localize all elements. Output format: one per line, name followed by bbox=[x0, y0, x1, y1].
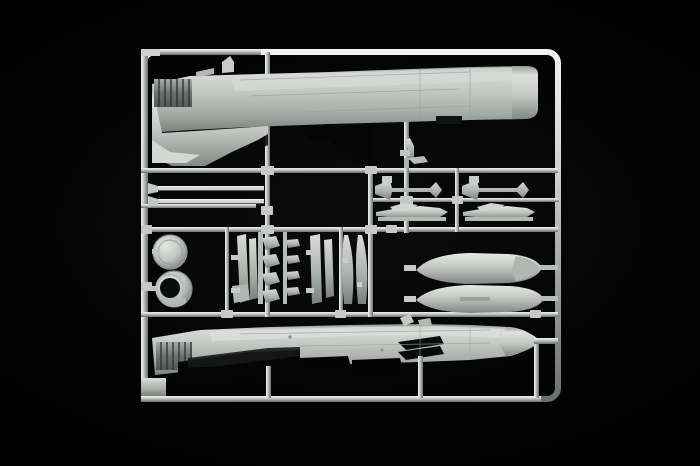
upper-fuselage-half bbox=[152, 56, 538, 166]
upper-fuselage-nose-cap bbox=[512, 66, 538, 119]
small-detail-parts bbox=[258, 232, 300, 304]
sprue-bottom-rail bbox=[141, 396, 541, 402]
drop-tank-lower-slot bbox=[460, 297, 490, 301]
lower-fuselage-panel-lines bbox=[239, 324, 491, 362]
ventral-blade-antenna bbox=[400, 314, 414, 326]
round-parts-group bbox=[150, 234, 193, 308]
drop-tank-lower-runner bbox=[540, 296, 558, 301]
missile-right bbox=[462, 180, 529, 200]
drop-tank-upper bbox=[416, 253, 542, 284]
sprue-lower-right-detail bbox=[534, 338, 558, 398]
runner-v-5 bbox=[225, 227, 229, 313]
missile-left-runner bbox=[378, 217, 446, 221]
runner-h-4 bbox=[369, 198, 559, 202]
disc-gate bbox=[152, 249, 160, 254]
sprue-top-rail-left bbox=[141, 49, 261, 55]
pitot-tube-long bbox=[148, 187, 264, 191]
drop-tank-group bbox=[404, 253, 558, 313]
tail-fin-notch-shadow bbox=[232, 134, 268, 155]
missile-group-right bbox=[462, 176, 535, 221]
lower-fuselage-half bbox=[152, 314, 540, 398]
drop-tank-upper-runner bbox=[540, 265, 558, 270]
lower-wing-notch bbox=[398, 336, 444, 350]
runner-h-2 bbox=[141, 227, 558, 232]
intake-ring-hole bbox=[160, 278, 180, 298]
landing-gear-doors bbox=[231, 234, 258, 303]
sprue-horizontal-runners bbox=[141, 168, 559, 317]
lower-fuselage-highlight bbox=[210, 326, 500, 341]
runner-v-2 bbox=[368, 168, 373, 317]
runner-v-3 bbox=[404, 119, 409, 233]
missile-left-gate bbox=[382, 176, 392, 183]
exhaust-grill bbox=[154, 79, 192, 107]
upper-fuselage-tail-fin bbox=[152, 84, 268, 166]
nose-gear-strut bbox=[400, 138, 428, 168]
pitot-tube-group bbox=[148, 183, 264, 207]
missile-left bbox=[375, 180, 442, 200]
missile-group-left bbox=[375, 176, 448, 221]
wing-root-cut bbox=[268, 126, 372, 162]
sprue-corner-tab-bottom-left bbox=[141, 378, 166, 396]
sprue-gates bbox=[141, 166, 541, 318]
ring-gate bbox=[150, 286, 158, 291]
sprue-corner-tab-top-left bbox=[141, 49, 160, 56]
lower-fuselage-nose-cone bbox=[498, 327, 540, 356]
dorsal-antenna-blade bbox=[222, 56, 234, 73]
fin-tip-fairing bbox=[196, 68, 214, 77]
drop-tank-upper-gate bbox=[404, 265, 416, 271]
pitot-tube-short bbox=[148, 200, 264, 204]
missile-right-gate bbox=[469, 176, 479, 183]
upper-fuselage-panel-lines bbox=[239, 68, 471, 120]
pylon-set bbox=[306, 234, 334, 304]
lower-fuselage-gate-runner bbox=[418, 356, 423, 398]
runner-h-5 bbox=[141, 204, 256, 208]
runner-h-1 bbox=[141, 168, 558, 173]
runner-v-6 bbox=[339, 227, 343, 313]
wing-fence-set bbox=[342, 235, 368, 304]
drop-tank-lower-gate bbox=[404, 296, 416, 302]
missile-right-runner bbox=[465, 217, 533, 221]
gun-port-recess bbox=[436, 116, 462, 124]
tail-fin-base bbox=[152, 140, 200, 163]
runner-h-3 bbox=[141, 312, 558, 317]
runner-v-1 bbox=[265, 52, 270, 317]
drop-tank-upper-tail bbox=[512, 256, 540, 281]
